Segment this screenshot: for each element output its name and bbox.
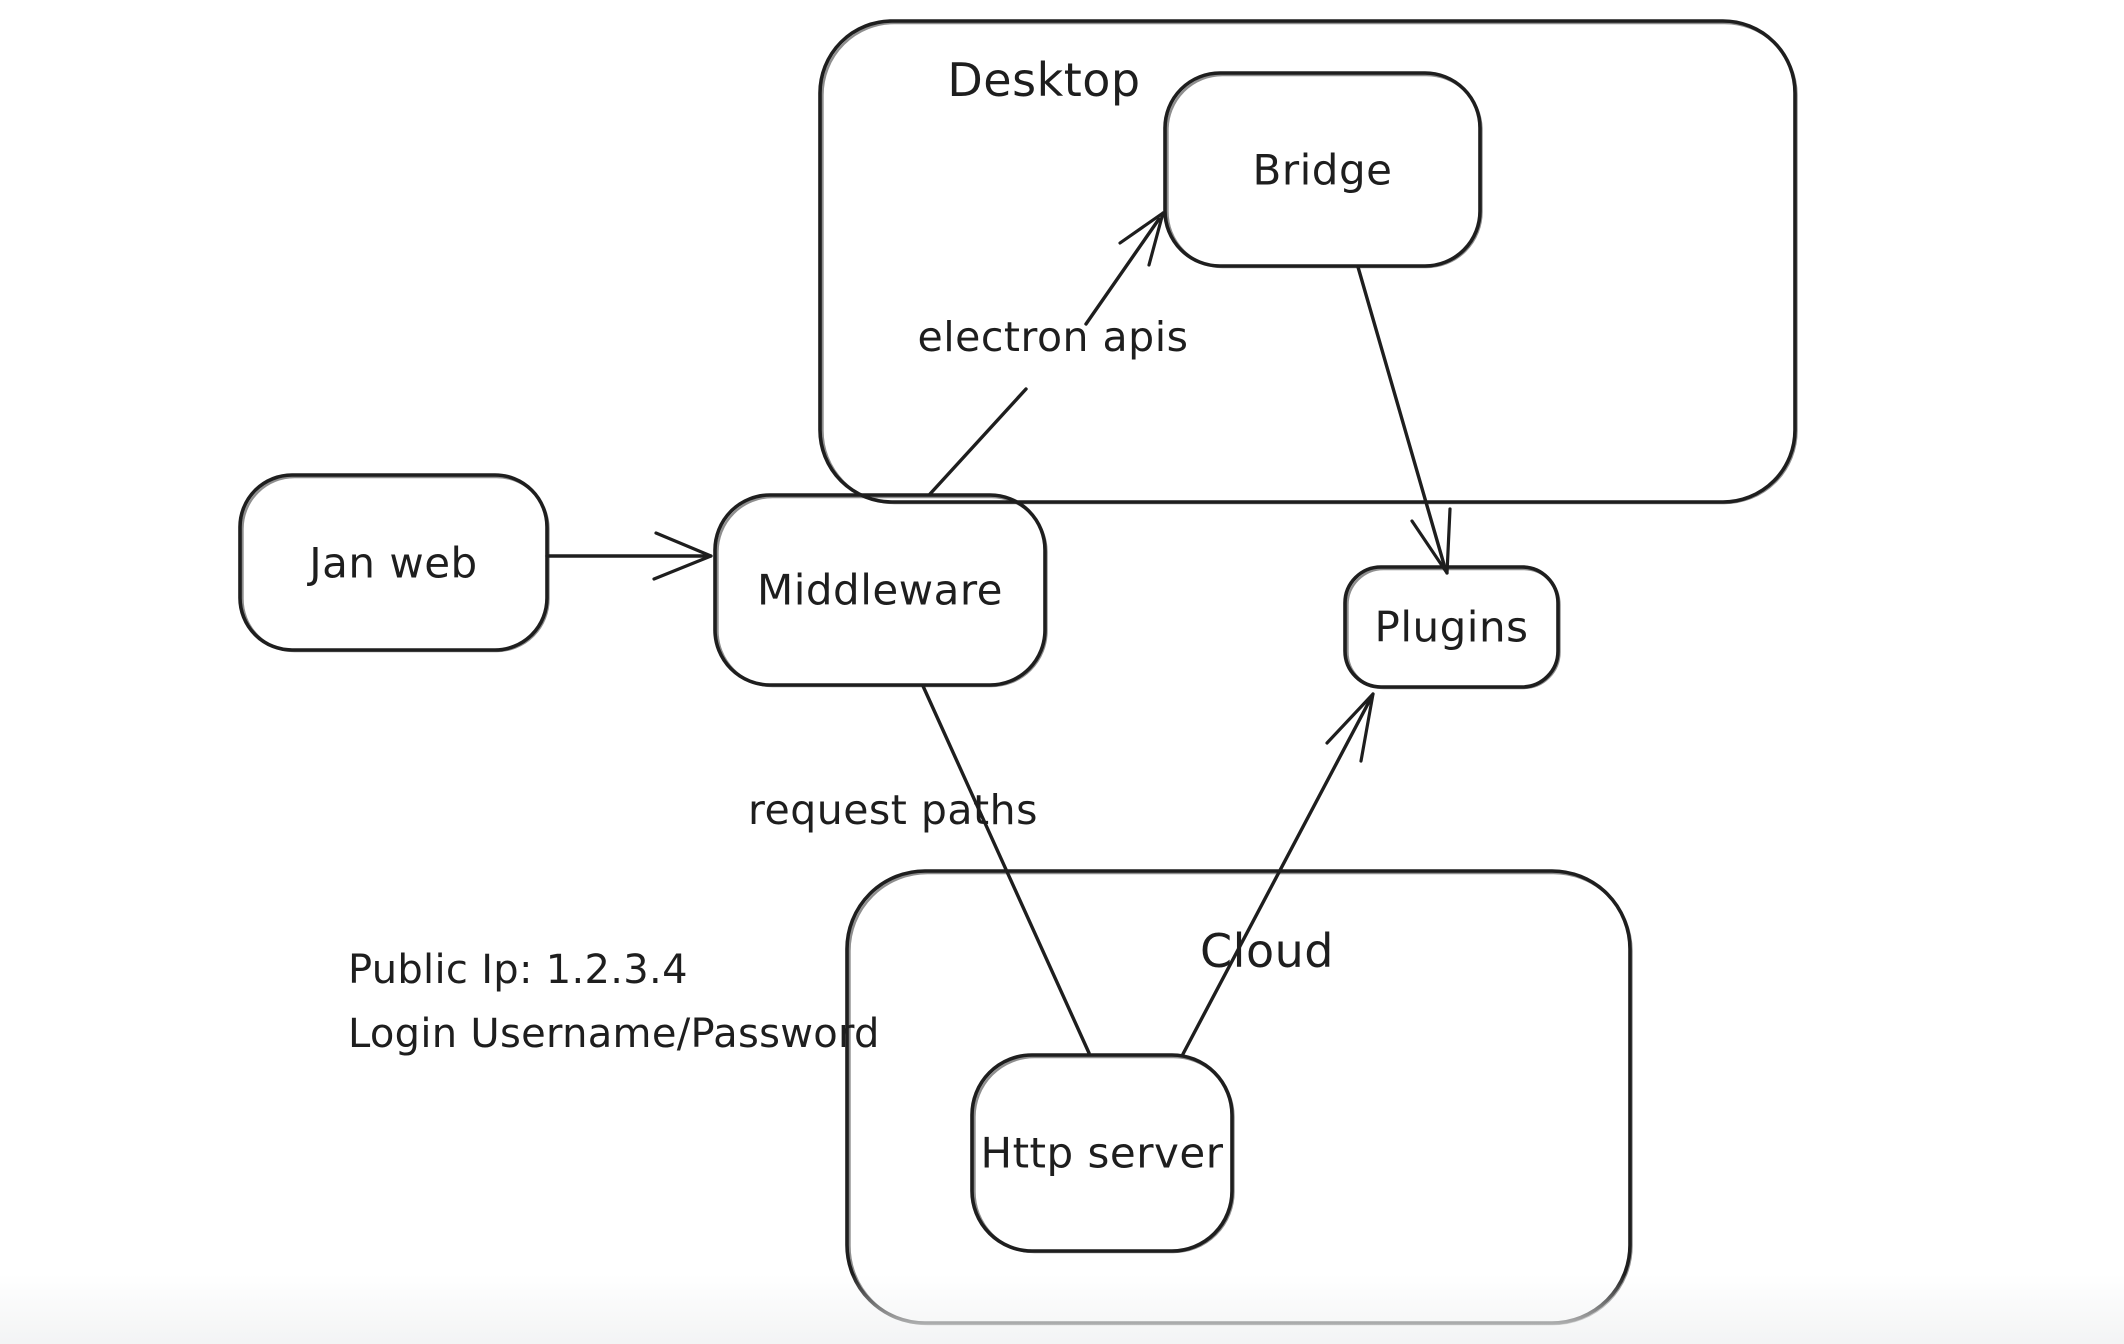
arrowhead-bridge-to-plugins	[1445, 507, 1452, 575]
annotation-line: Public Ip: 1.2.3.4	[348, 947, 688, 993]
node-label-plugins[interactable]: Plugins	[1374, 602, 1529, 652]
arrowhead-httpserver-to-plugins	[1359, 692, 1375, 763]
edge-bridge-to-plugins[interactable]	[1356, 265, 1452, 575]
arrowhead-middleware-to-bridge	[1118, 211, 1165, 245]
edge-middleware-to-httpserver[interactable]	[921, 684, 1091, 1055]
arrowhead-janweb-to-middleware	[652, 554, 713, 581]
edge-middleware-to-bridge[interactable]	[928, 211, 1165, 496]
annotation-line: Login Username/Password	[348, 1011, 880, 1057]
node-label-middleware[interactable]: Middleware	[756, 565, 1004, 615]
arrowhead-bridge-to-plugins	[1410, 519, 1449, 575]
edge-label-1[interactable]: request paths	[748, 786, 1038, 834]
node-http-server[interactable]	[970, 1053, 1235, 1254]
edge-janweb-to-middleware[interactable]	[545, 531, 713, 581]
edge-label-0[interactable]: electron apis	[917, 313, 1189, 361]
node-middleware[interactable]	[713, 493, 1048, 688]
edge-httpserver-to-plugins[interactable]	[1181, 692, 1375, 1056]
container-label-desktop[interactable]: Desktop	[947, 53, 1141, 107]
node-label-http-server[interactable]: Http server	[980, 1128, 1224, 1178]
arrowhead-janweb-to-middleware	[654, 531, 713, 558]
container-label-cloud[interactable]: Cloud	[1200, 924, 1334, 978]
container-desktop[interactable]	[818, 19, 1798, 505]
node-bridge[interactable]	[1163, 71, 1483, 269]
arrowhead-middleware-to-bridge	[1147, 211, 1165, 267]
node-label-bridge[interactable]: Bridge	[1252, 145, 1393, 194]
arrowhead-httpserver-to-plugins	[1325, 692, 1375, 745]
node-plugins[interactable]	[1343, 565, 1561, 690]
node-jan-web[interactable]	[238, 473, 550, 653]
node-label-jan-web[interactable]: Jan web	[309, 538, 478, 587]
